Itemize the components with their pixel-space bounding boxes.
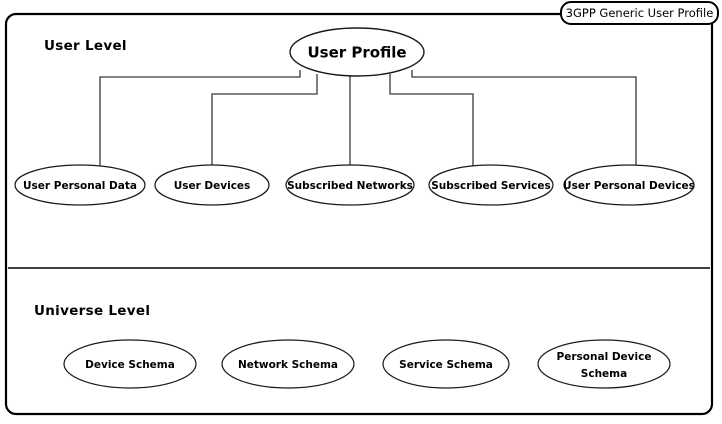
node-user-devices-label: User Devices: [174, 180, 251, 192]
node-user-profile[interactable]: User Profile: [289, 27, 425, 77]
node-user-devices-shape: [154, 164, 270, 206]
connector-user-personal-devices: [411, 70, 637, 166]
connector-user-devices: [211, 74, 318, 166]
node-service-schema-shape: [382, 339, 510, 389]
diagram-frame: [4, 12, 714, 416]
node-user-personal-devices-shape: [563, 164, 695, 206]
section-label-user-level: User Level: [44, 38, 127, 54]
node-device-schema-label: Device Schema: [85, 359, 175, 371]
node-subscribed-services-label: Subscribed Services: [431, 180, 551, 192]
node-user-personal-devices-label: User Personal Devices: [563, 180, 695, 192]
section-label-universe-level: Universe Level: [34, 303, 150, 319]
node-subscribed-networks-shape: [285, 164, 415, 206]
node-user-personal-data[interactable]: User Personal Data: [14, 164, 146, 206]
node-network-schema[interactable]: Network Schema: [221, 339, 355, 389]
connector-group: [99, 70, 637, 166]
node-subscribed-networks-label: Subscribed Networks: [287, 180, 413, 192]
node-device-schema-shape: [63, 339, 197, 389]
node-service-schema[interactable]: Service Schema: [382, 339, 510, 389]
node-network-schema-shape: [221, 339, 355, 389]
user-level-node-group: User Personal Data User Devices Subscrib…: [14, 164, 695, 206]
node-personal-device-schema-label-line1: Personal Device: [557, 351, 652, 363]
node-user-devices[interactable]: User Devices: [154, 164, 270, 206]
node-network-schema-label: Network Schema: [238, 359, 338, 371]
node-device-schema[interactable]: Device Schema: [63, 339, 197, 389]
node-user-profile-shape: [289, 27, 425, 77]
node-personal-device-schema-label-line2: Schema: [581, 368, 627, 380]
node-user-personal-data-shape: [14, 164, 146, 206]
node-service-schema-label: Service Schema: [399, 359, 493, 371]
connector-user-personal-data: [99, 70, 301, 166]
node-subscribed-services[interactable]: Subscribed Services: [428, 164, 554, 206]
node-user-profile-label: User Profile: [307, 44, 406, 62]
node-subscribed-networks[interactable]: Subscribed Networks: [285, 164, 415, 206]
diagram-title-box: 3GPP Generic User Profile: [560, 1, 719, 25]
diagram-title: 3GPP Generic User Profile: [566, 6, 714, 20]
node-subscribed-services-shape: [428, 164, 554, 206]
node-user-personal-devices[interactable]: User Personal Devices: [563, 164, 695, 206]
node-personal-device-schema[interactable]: Personal Device Schema: [537, 339, 671, 389]
title-box-shape: [560, 1, 719, 25]
node-personal-device-schema-shape: [537, 339, 671, 389]
connector-subscribed-services: [389, 74, 474, 166]
node-user-personal-data-label: User Personal Data: [23, 180, 137, 192]
universe-level-node-group: Device Schema Network Schema Service Sch…: [63, 339, 671, 389]
